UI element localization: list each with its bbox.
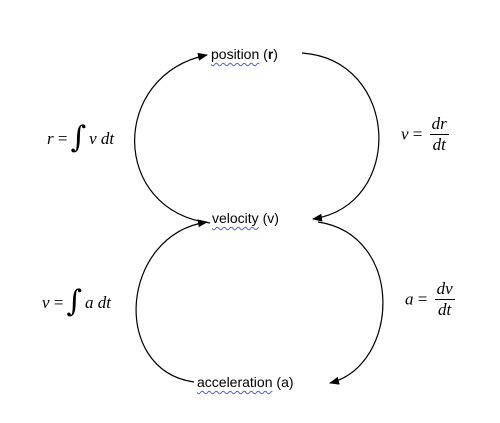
arrow-velocity-to-position <box>134 52 211 224</box>
eq-ad-lhs: a <box>405 289 414 309</box>
equation-a-derivative: a = dv dt <box>405 279 455 320</box>
velocity-word: velocity <box>212 210 259 226</box>
fraction-denominator: dt <box>432 135 446 154</box>
eq-v-equals: = <box>53 293 64 312</box>
position-node-label: position (r) <box>211 46 278 62</box>
integral-sign: ∫ <box>70 120 87 155</box>
equation-v-derivative: v = dr dt <box>401 114 449 155</box>
velocity-node-label: velocity (v) <box>212 210 279 226</box>
eq-r-equals: = <box>57 129 68 148</box>
equation-v-integral: v =∫a dt <box>42 284 112 319</box>
position-word: position <box>211 46 260 62</box>
eq-vd-equals: = <box>412 124 423 144</box>
eq-r-body: v dt <box>89 129 115 148</box>
acceleration-symbol: a <box>281 374 289 390</box>
fraction-numerator: dv <box>434 279 455 300</box>
arrow-position-to-velocity <box>301 52 380 222</box>
integral-sign: ∫ <box>66 284 83 319</box>
fraction-dv-dt: dv dt <box>434 279 455 320</box>
position-symbol: r <box>267 46 274 62</box>
equation-r-integral: r =∫v dt <box>47 120 115 155</box>
arrow-velocity-to-acceleration <box>317 221 384 385</box>
eq-v-lhs: v <box>42 293 50 312</box>
eq-vd-lhs: v <box>401 124 409 144</box>
acceleration-word: acceleration <box>197 374 273 390</box>
eq-ad-equals: = <box>417 289 428 309</box>
eq-r-lhs: r <box>47 129 54 148</box>
eq-v-body: a dt <box>85 293 112 312</box>
arrow-acceleration-to-velocity <box>135 219 208 383</box>
velocity-symbol: v <box>267 210 275 226</box>
fraction-numerator: dr <box>429 114 449 135</box>
fraction-dr-dt: dr dt <box>429 114 449 155</box>
fraction-denominator: dt <box>438 300 452 319</box>
acceleration-node-label: acceleration (a) <box>197 374 294 390</box>
